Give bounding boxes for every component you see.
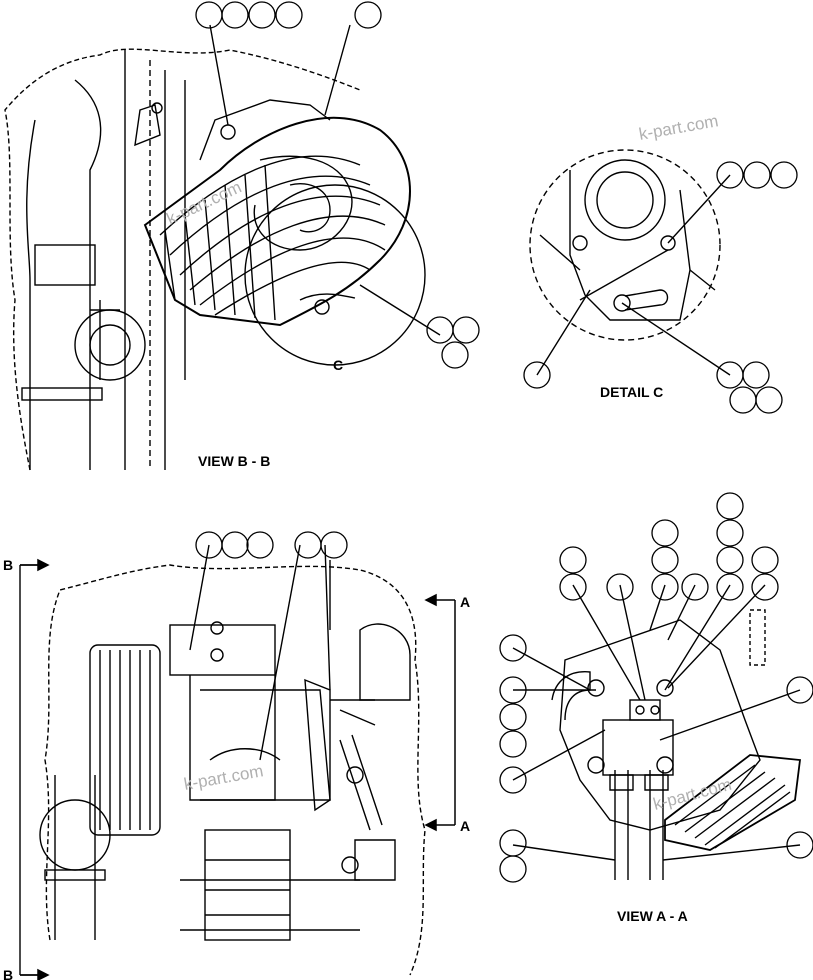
callout-balloon xyxy=(246,531,274,559)
view-bb-drawing xyxy=(4,24,441,471)
callout-balloon xyxy=(499,703,527,731)
callout-balloon xyxy=(559,573,587,601)
callout-balloon xyxy=(651,546,679,574)
callout-balloon xyxy=(716,161,744,189)
callout-balloon xyxy=(786,831,813,859)
view-aa-label: VIEW A - A xyxy=(617,908,688,924)
section-a-top: A xyxy=(460,594,470,610)
section-a-bottom: A xyxy=(460,818,470,834)
callout-balloon xyxy=(651,573,679,601)
watermark: k-part.com xyxy=(637,111,719,144)
callout-balloon xyxy=(275,1,303,29)
callout-balloon xyxy=(751,546,779,574)
callout-balloon xyxy=(786,676,813,704)
callout-balloon xyxy=(742,361,770,389)
callout-balloon xyxy=(499,766,527,794)
section-b-bottom: B xyxy=(3,967,13,980)
callout-balloon xyxy=(651,519,679,547)
section-a-arrows xyxy=(424,593,456,832)
callout-balloon xyxy=(499,829,527,857)
callout-balloon xyxy=(681,573,709,601)
assembly-callouts xyxy=(195,531,348,559)
callout-balloon xyxy=(751,573,779,601)
callout-balloon xyxy=(452,316,480,344)
callout-balloon xyxy=(559,546,587,574)
callout-balloon xyxy=(499,634,527,662)
view-aa-drawing xyxy=(512,584,802,880)
callout-balloon xyxy=(499,855,527,883)
section-b-arrows xyxy=(20,558,50,980)
view-bb-label: VIEW B - B xyxy=(198,453,270,469)
callout-balloon xyxy=(716,519,744,547)
callout-balloon xyxy=(716,546,744,574)
watermark: k-part.com xyxy=(182,761,264,794)
callout-balloon xyxy=(441,341,469,369)
section-b-top: B xyxy=(3,557,13,573)
callout-balloon xyxy=(320,531,348,559)
callout-balloon xyxy=(195,1,223,29)
callout-balloon xyxy=(743,161,771,189)
callout-balloon xyxy=(248,1,276,29)
callout-balloon xyxy=(294,531,322,559)
c-marker: C xyxy=(333,357,343,373)
callout-balloon xyxy=(221,1,249,29)
callout-balloon xyxy=(716,492,744,520)
callout-balloon xyxy=(716,573,744,601)
callout-balloon xyxy=(729,386,757,414)
callout-balloon xyxy=(499,676,527,704)
callout-balloon xyxy=(354,1,382,29)
view-aa-callouts xyxy=(499,492,813,883)
detail-c-callouts xyxy=(523,161,798,414)
callout-balloon xyxy=(606,573,634,601)
callout-balloon xyxy=(499,730,527,758)
detail-c-label: DETAIL C xyxy=(600,384,663,400)
callout-balloon xyxy=(221,531,249,559)
assembly-drawing xyxy=(19,544,426,976)
callout-balloon xyxy=(523,361,551,389)
callout-balloon xyxy=(755,386,783,414)
view-bb-callouts xyxy=(195,1,480,369)
callout-balloon xyxy=(770,161,798,189)
detail-c-drawing xyxy=(529,149,731,376)
